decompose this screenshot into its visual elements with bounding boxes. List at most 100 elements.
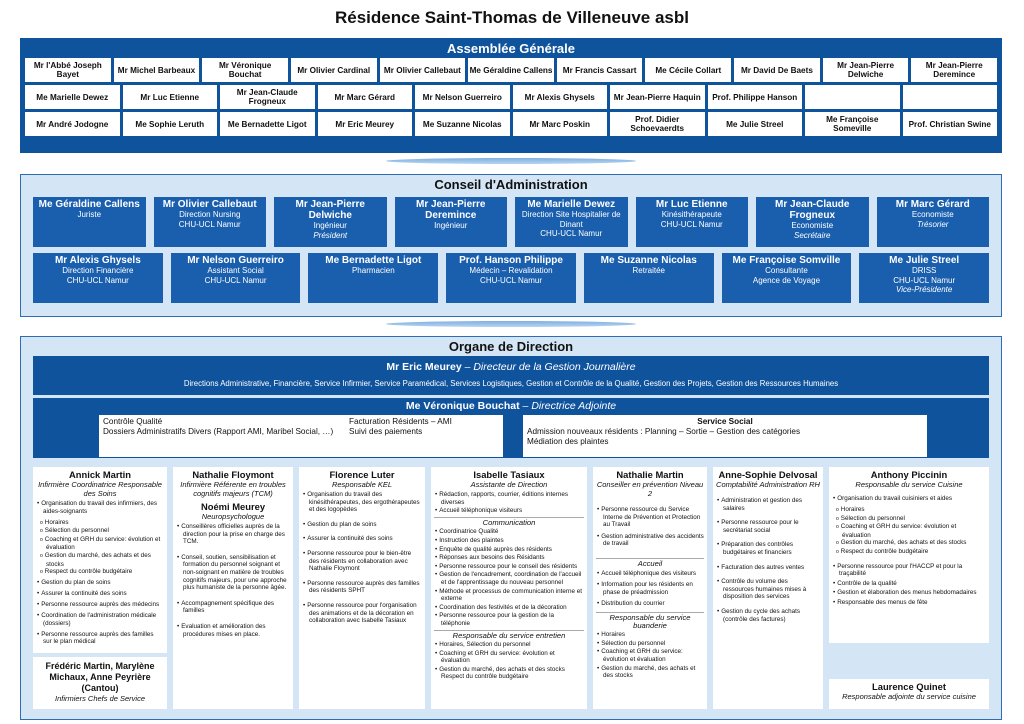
ca-member-detail: Pharmacien: [351, 266, 395, 275]
task-list: Organisation du travail des infirmiers, …: [36, 500, 164, 515]
ag-member: Mr Michel Barbeaux: [113, 58, 200, 82]
task-item: Coaching et GRH du service: évolution et…: [841, 523, 986, 539]
service-social-title: Service Social: [697, 417, 753, 426]
ag-member: Mr Olivier Cardinal: [290, 58, 377, 82]
ag-member: Prof. Didier Schoevaerdts: [610, 112, 705, 136]
task-list: Personne ressource du Service Interne de…: [596, 506, 704, 548]
task-item: Coordinatrice Qualité: [439, 528, 584, 536]
staff-columns: Annick Martin Infirmière Coordinatrice R…: [33, 467, 989, 713]
ca-member-detail: CHU-UCL Namur: [178, 219, 241, 229]
ca-member-detail: DRISS: [911, 266, 937, 275]
task-item: Conseillères officielles auprès de la di…: [181, 523, 290, 546]
ca-member-name: Mr Nelson Guerreiro: [187, 255, 284, 266]
staff-name: Laurence Quinet: [872, 681, 946, 692]
service-social-line: Médiation des plaintes: [527, 437, 609, 446]
staff-role: Conseiller en prévention Niveau 2: [596, 480, 704, 498]
task-item: Personne ressource du Service Interne de…: [601, 506, 704, 529]
task-list: Gestion du plan de soinsAssurer la conti…: [36, 579, 164, 646]
ca-member-name: Mr Jean-Pierre Deremince: [416, 199, 486, 221]
task-list: Organisation du travail des kinésithérap…: [302, 491, 422, 625]
staff-card-laurence-quinet: Laurence Quinet Responsable adjointe du …: [829, 679, 989, 709]
ca-member-detail: CHU-UCL Namur: [540, 229, 603, 238]
ca-member-detail: Ingénieur: [313, 221, 347, 230]
ag-member: Mr Francis Cassart: [556, 58, 643, 82]
task-item: Horaires: [841, 506, 986, 515]
ag-member: Mr Nelson Guerreiro: [415, 85, 510, 109]
ag-member: Me Sophie Leruth: [122, 112, 217, 136]
ag-member: Mr Olivier Callebaut: [379, 58, 466, 82]
task-item: Accueil téléphonique visiteurs: [439, 507, 584, 515]
task-item: Coaching et GRH du service: évolution et…: [439, 650, 584, 665]
task-item: Rédaction, rapports, courrier, éditions …: [439, 491, 584, 506]
director-scope: Directions Administrative, Financière, S…: [183, 379, 839, 388]
staff-name: Nathalie Martin: [616, 469, 684, 480]
ag-member: Prof. Christian Swine: [902, 112, 997, 136]
ca-member-detail: Economiste: [911, 210, 954, 219]
ca-member-role: Vice-Présidente: [896, 285, 953, 294]
task-item: Gestion administrative des accidents de …: [601, 533, 704, 548]
assemblee-generale-section: Assemblée Générale Mr l'Abbé Joseph Baye…: [20, 38, 1002, 153]
task-list: Personne ressource pour l'HACCP et pour …: [832, 563, 986, 607]
task-item: Organisation du travail cuisiniers et ai…: [837, 495, 986, 503]
task-item: Horaires, Sélection du personnel: [439, 641, 584, 649]
ca-member-name: Mr Jean-Claude Frogneux: [775, 199, 850, 221]
task-list: Accueil téléphonique des visiteursInform…: [596, 570, 704, 608]
ag-member: Mr Marc Poskin: [512, 112, 607, 136]
ca-member-detail: Direction Site Hospitalier de Dinant: [521, 210, 621, 229]
adjoint-task: Suivi des paiements: [349, 427, 423, 436]
adjoint-task: Facturation Résidents – AMI: [349, 417, 452, 426]
staff-role: Infirmière Référente en troubles cogniti…: [180, 480, 286, 498]
staff-name: Annick Martin: [69, 469, 131, 480]
ag-member: Mr Jean-Pierre Haquin: [610, 85, 705, 109]
task-item: Coordination de l'administration médical…: [41, 612, 164, 627]
subsection-title: Accueil: [596, 557, 704, 568]
staff-card-annick-martin: Annick Martin Infirmière Coordinatrice R…: [33, 467, 167, 653]
staff-role: Comptabilité Administration RH: [716, 480, 820, 489]
task-item: Facturation des autres ventes: [721, 564, 820, 572]
ca-member-detail: Kinésithérapeute: [661, 210, 722, 219]
staff-role: Assistante de Direction: [470, 480, 548, 489]
staff-name: Frédéric Martin, Marylène Michaux, Anne …: [45, 661, 155, 693]
ca-member-name: Mr Luc Etienne: [655, 199, 728, 210]
ag-member: Me Cécile Collart: [645, 58, 732, 82]
task-item: Responsable des menus de fête: [837, 599, 986, 607]
task-item: Horaires: [601, 631, 704, 639]
task-item: Méthode et processus de communication in…: [439, 588, 584, 603]
task-list: Conseillères officielles auprès de la di…: [176, 523, 290, 638]
staff-role: Responsable KEL: [331, 480, 393, 489]
task-item: Personne ressource pour le conseil des r…: [439, 563, 584, 571]
ca-member-detail: Direction Financière: [62, 266, 134, 275]
task-list: Coordinatrice QualitéInstruction des pla…: [434, 528, 584, 627]
ca-member-detail: Ingénieur: [434, 221, 468, 230]
staff-role: Responsable du service Cuisine: [855, 480, 963, 489]
staff-name: Nathalie Floymont: [192, 469, 274, 480]
ca-member-role: Secrétaire: [794, 230, 831, 240]
task-list: Administration et gestion des salairesPe…: [716, 497, 820, 623]
staff-card-nathalie-floymont: Nathalie Floymont Infirmière Référente e…: [173, 467, 293, 709]
staff-card-anthony-piccinin: Anthony Piccinin Responsable du service …: [829, 467, 989, 643]
ca-member-name: Mr Alexis Ghysels: [54, 255, 141, 266]
task-list: HorairesSélection du personnelCoaching e…: [596, 631, 704, 680]
ca-member-detail: CHU-UCL Namur: [893, 275, 956, 285]
ca-member-name: Me Julie Streel: [889, 255, 960, 266]
staff-name: Anne-Sophie Delvosal: [718, 469, 818, 480]
task-item: Gestion et élaboration des menus hebdoma…: [837, 589, 986, 597]
ca-member-name: Me Bernadette Ligot: [325, 255, 422, 266]
staff-name: Florence Luter: [329, 469, 395, 480]
ag-member: Mr André Jodogne: [25, 112, 120, 136]
ca-member-detail: Juriste: [77, 210, 102, 219]
task-item: Accueil téléphonique des visiteurs: [601, 570, 704, 578]
adjoint-band: Me Véronique Bouchat – Directrice Adjoin…: [33, 398, 989, 458]
ag-member: [805, 85, 900, 109]
